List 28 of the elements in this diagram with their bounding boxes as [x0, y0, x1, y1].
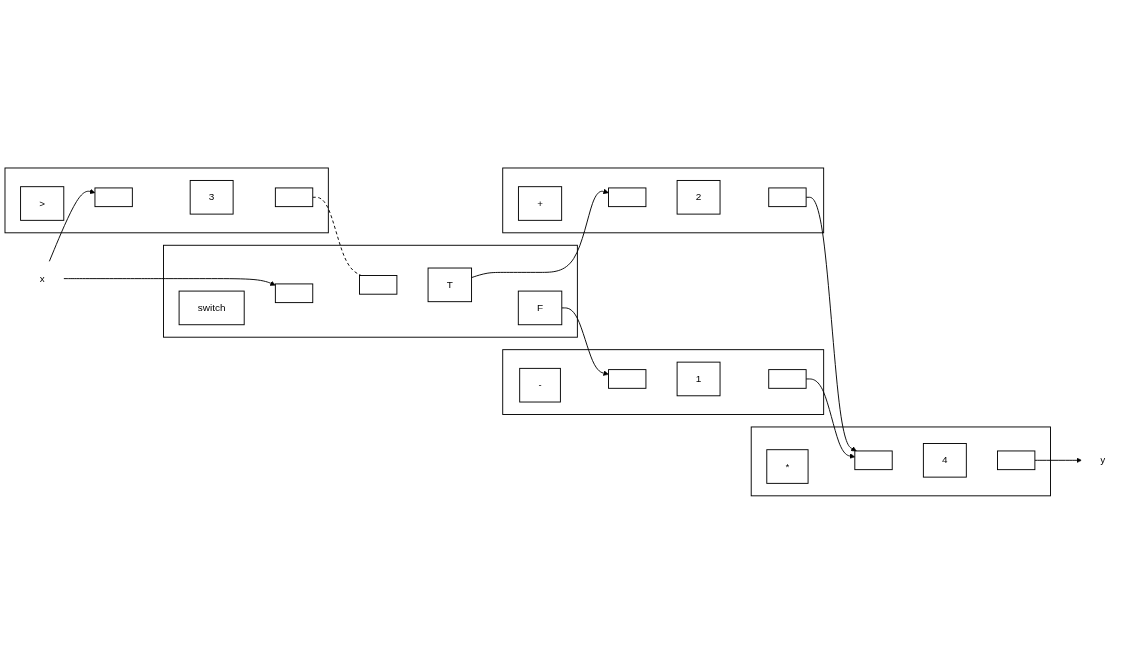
node-box: F: [517, 290, 563, 325]
node-box: +: [517, 185, 563, 221]
cluster: [502, 348, 825, 415]
node-box: [274, 187, 314, 207]
cluster: [163, 244, 578, 338]
node-box: >: [20, 185, 65, 221]
node-box: [94, 187, 133, 207]
node-box: [768, 368, 807, 389]
node-box: 4: [922, 442, 967, 478]
cluster: [750, 426, 1051, 496]
cluster: [4, 167, 329, 233]
cluster: [502, 167, 825, 233]
node-box: 1: [676, 361, 721, 396]
node-box: [274, 283, 314, 303]
node-box: *: [766, 448, 809, 484]
node-text: y: [1100, 454, 1106, 465]
node-box: [854, 450, 893, 470]
node-box: [997, 450, 1036, 470]
node-text: x: [39, 272, 45, 284]
node-box: switch: [178, 290, 245, 325]
node-box: [608, 368, 647, 389]
node-box: 2: [676, 179, 721, 215]
node-box: T: [427, 267, 472, 302]
node-box: -: [519, 367, 561, 403]
node-box: [768, 187, 807, 207]
node-box: [608, 187, 647, 207]
node-box: 3: [189, 179, 234, 215]
node-box: [359, 274, 398, 295]
